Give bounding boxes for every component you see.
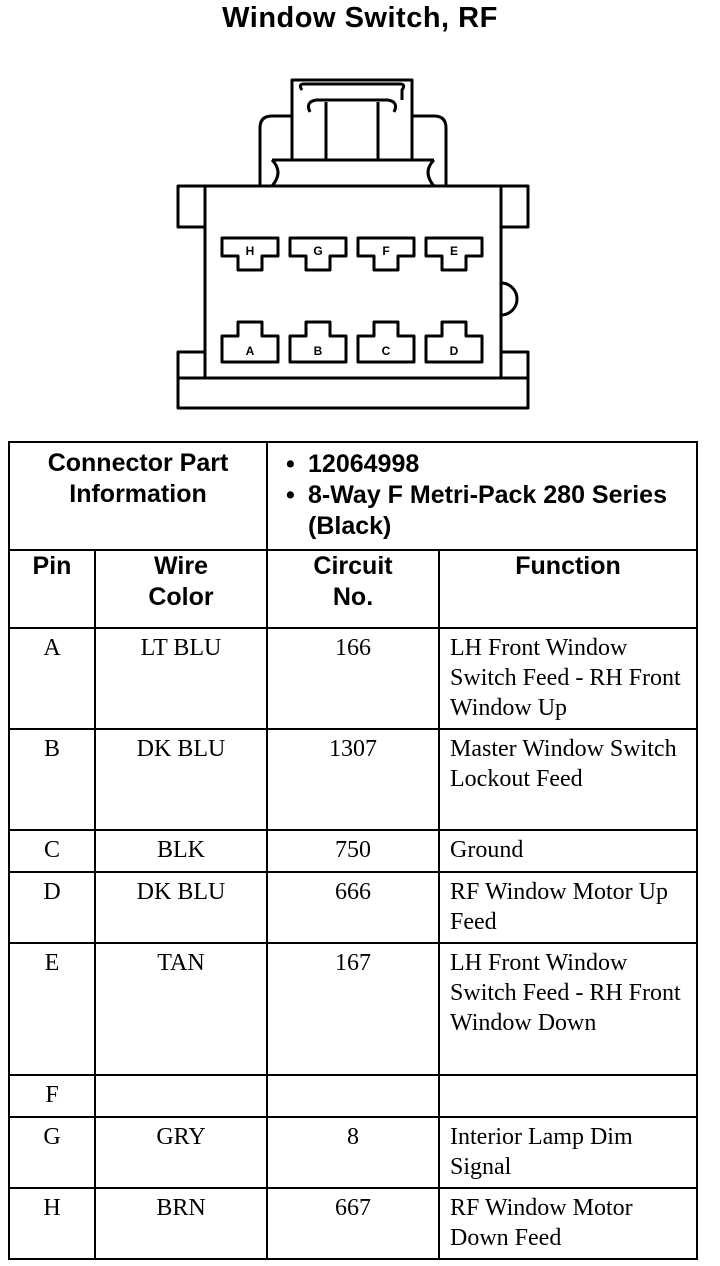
circuit-cell: 166 [266, 627, 441, 730]
lock-housing-curve-left [270, 158, 280, 187]
pin-cell: G [8, 1116, 96, 1189]
latch-inner-top [298, 82, 406, 100]
function-cell: RF Window Motor Up Feed [438, 871, 699, 944]
pin-cell: D [8, 871, 96, 944]
terminal-e: E [424, 236, 484, 272]
svg-text:G: G [313, 244, 322, 258]
function-cell: LH Front Window Switch Feed - RH Front W… [438, 627, 699, 730]
svg-text:C: C [382, 344, 391, 358]
latch-inner-arc [307, 98, 397, 113]
page-title: Window Switch, RF [222, 2, 498, 34]
col-header-pin: Pin [8, 549, 96, 629]
table-row: H BRN 667 RF Window Motor Down Feed [8, 1187, 699, 1260]
connector-info-list: 12064998 8-Way F Metri-Pack 280 Series (… [268, 443, 696, 546]
wire-color-cell: LT BLU [93, 627, 269, 730]
table-row: E TAN 167 LH Front Window Switch Feed - … [8, 942, 699, 1076]
table-row: G GRY 8 Interior Lamp Dim Signal [8, 1116, 699, 1189]
function-cell: LH Front Window Switch Feed - RH Front W… [438, 942, 699, 1076]
terminal-g: G [288, 236, 348, 272]
svg-text:A: A [246, 344, 255, 358]
table-row: A LT BLU 166 LH Front Window Switch Feed… [8, 627, 699, 730]
col-header-function: Function [438, 549, 699, 629]
terminal-c: C [356, 320, 416, 364]
wire-color-cell: BRN [93, 1187, 269, 1260]
wire-color-cell [93, 1074, 269, 1118]
pin-cell: H [8, 1187, 96, 1260]
pin-cell: E [8, 942, 96, 1076]
circuit-cell [266, 1074, 441, 1118]
circuit-cell: 1307 [266, 728, 441, 831]
circuit-cell: 167 [266, 942, 441, 1076]
connector-right-tab-bottom [499, 350, 530, 380]
lock-housing-right [412, 114, 448, 186]
circuit-cell: 667 [266, 1187, 441, 1260]
wire-color-cell: TAN [93, 942, 269, 1076]
table-row: C BLK 750 Ground [8, 829, 699, 873]
col-header-wire-color: Wire Color [93, 549, 269, 629]
function-cell: Interior Lamp Dim Signal [438, 1116, 699, 1189]
terminal-h: H [220, 236, 280, 272]
function-cell: Master Window Switch Lockout Feed [438, 728, 699, 831]
column-header-row: Pin Wire Color Circuit No. Function [8, 549, 699, 629]
connector-part-type: 8-Way F Metri-Pack 280 Series (Black) [286, 480, 696, 542]
terminal-a: A [220, 320, 280, 364]
circuit-cell: 666 [266, 871, 441, 944]
pin-cell: C [8, 829, 96, 873]
svg-text:B: B [314, 344, 323, 358]
table-row: B DK BLU 1307 Master Window Switch Locko… [8, 728, 699, 831]
svg-text:E: E [450, 244, 458, 258]
svg-text:F: F [382, 244, 389, 258]
terminal-b: B [288, 320, 348, 364]
table-row: D DK BLU 666 RF Window Motor Up Feed [8, 871, 699, 944]
wire-color-cell: BLK [93, 829, 269, 873]
connector-part-number: 12064998 [286, 449, 696, 480]
connector-key-notch [500, 281, 519, 317]
latch-arm [324, 102, 380, 160]
connector-left-tab-bottom [176, 350, 207, 380]
connector-info-label: Connector Part Information [7, 441, 269, 551]
connector-table: Connector Part Information 12064998 8-Wa… [7, 441, 699, 1260]
pin-cell: F [8, 1074, 96, 1118]
function-cell: RF Window Motor Down Feed [438, 1187, 699, 1260]
svg-text:H: H [246, 244, 255, 258]
terminal-f: F [356, 236, 416, 272]
table-row: F [8, 1074, 699, 1118]
connector-left-tab-top [176, 184, 207, 229]
lock-housing-curve-right [426, 158, 436, 187]
wire-color-cell: GRY [93, 1116, 269, 1189]
latch-frame [290, 78, 414, 160]
pin-cell: B [8, 728, 96, 831]
wire-color-cell: DK BLU [93, 871, 269, 944]
connector-diagram: H G F E A B C D [176, 78, 530, 410]
svg-text:D: D [450, 344, 459, 358]
connector-bottom-rail [176, 376, 530, 410]
pin-cell: A [8, 627, 96, 730]
col-header-circuit-no: Circuit No. [266, 549, 441, 629]
function-cell: Ground [438, 829, 699, 873]
connector-info-row: Connector Part Information 12064998 8-Wa… [7, 441, 699, 551]
connector-right-tab-top [499, 184, 530, 229]
wire-color-cell: DK BLU [93, 728, 269, 831]
terminal-d: D [424, 320, 484, 364]
function-cell [438, 1074, 699, 1118]
circuit-cell: 750 [266, 829, 441, 873]
lock-housing-left [258, 114, 292, 186]
connector-info-values: 12064998 8-Way F Metri-Pack 280 Series (… [266, 441, 699, 551]
circuit-cell: 8 [266, 1116, 441, 1189]
